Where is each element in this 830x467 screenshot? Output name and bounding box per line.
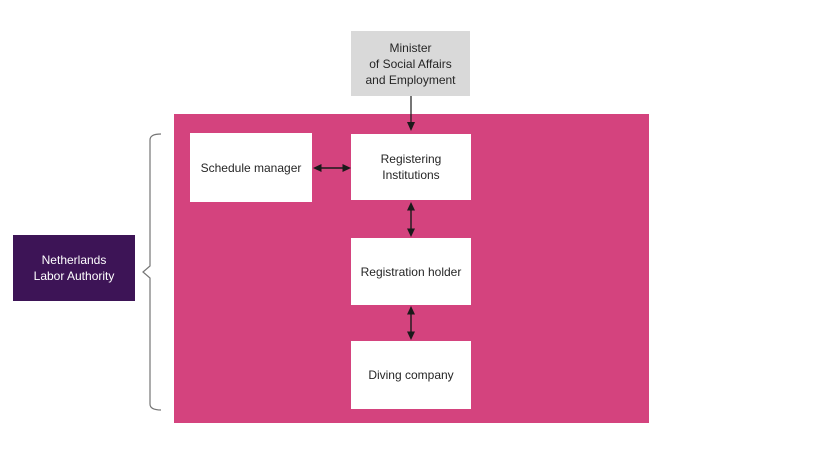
node-schedule-manager: Schedule manager bbox=[190, 133, 312, 202]
node-registering-institutions-label: Registering Institutions bbox=[380, 152, 442, 182]
node-minister-label: Minister of Social Affairs and Employmen… bbox=[365, 40, 456, 87]
double-arrow-registering-holder bbox=[407, 202, 415, 237]
node-registering-institutions: Registering Institutions bbox=[351, 134, 471, 200]
node-registration-holder: Registration holder bbox=[351, 238, 471, 305]
node-registration-holder-label: Registration holder bbox=[360, 264, 462, 279]
double-arrow-schedule-registering bbox=[313, 164, 351, 172]
left-brace-bracket bbox=[142, 133, 162, 411]
node-netherlands-labor-authority: Netherlands Labor Authority bbox=[13, 235, 135, 301]
node-minister: Minister of Social Affairs and Employmen… bbox=[351, 31, 470, 96]
double-arrow-holder-diving bbox=[407, 306, 415, 340]
node-schedule-manager-label: Schedule manager bbox=[200, 160, 302, 175]
node-diving-company: Diving company bbox=[351, 341, 471, 409]
node-netherlands-labor-authority-label: Netherlands Labor Authority bbox=[33, 253, 115, 283]
node-diving-company-label: Diving company bbox=[368, 368, 454, 382]
down-arrow-minister-to-registering bbox=[407, 96, 415, 131]
